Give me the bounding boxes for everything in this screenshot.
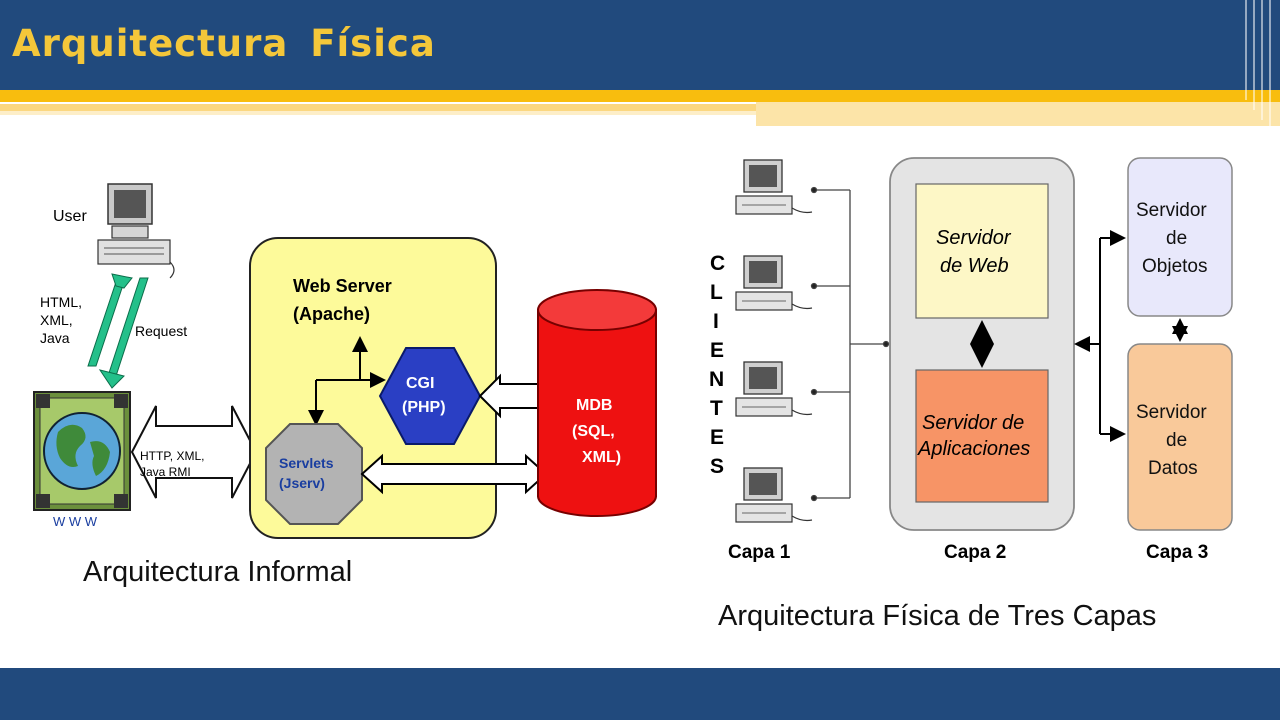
client-computer-icon	[735, 255, 813, 311]
clientes-letter: S	[710, 455, 724, 478]
header-accent-stripe-light	[0, 111, 756, 115]
servlets-octagon	[265, 423, 363, 525]
informal-architecture-diagram: User HTML, XML, Java Request W W W HTTP,…	[20, 170, 665, 550]
layer-label-capa2: Capa 2	[944, 542, 1006, 563]
object-server-text-line2: de	[1166, 228, 1187, 249]
client-computer-icon	[735, 361, 813, 417]
user-label: User	[53, 208, 87, 225]
capa3-connectors	[1074, 230, 1126, 442]
header-accent-block	[756, 102, 1280, 126]
response-label-line2: XML,	[40, 312, 73, 328]
response-label-line3: Java	[40, 330, 70, 346]
clientes-letter: E	[710, 426, 724, 449]
web-server-text-line1: Servidor	[936, 227, 1012, 249]
db-label-line1: MDB	[576, 397, 612, 414]
servlets-label-line2: (Jserv)	[279, 475, 325, 491]
www-label: W W W	[53, 514, 98, 529]
header-accent-stripe	[0, 104, 756, 111]
client-bus-lines	[810, 186, 890, 502]
app-server-text-line1: Servidor de	[922, 412, 1024, 434]
request-arrow	[98, 277, 149, 389]
data-server-text-line2: de	[1166, 430, 1187, 451]
cgi-label-line1: CGI	[406, 375, 434, 392]
caption-three-tier: Arquitectura Física de Tres Capas	[718, 600, 1157, 632]
web-server-text-line2: de Web	[940, 255, 1009, 277]
clientes-letter: L	[710, 281, 723, 304]
response-label-line1: HTML,	[40, 294, 82, 310]
web-server-label-line1: Web Server	[293, 276, 392, 296]
layer-label-capa1: Capa 1	[728, 542, 791, 563]
protocol-label-line1: HTTP, XML,	[140, 449, 204, 463]
slide-title: Arquitectura Física	[12, 22, 436, 65]
clientes-letter: T	[710, 397, 723, 420]
client-computer-icon	[735, 159, 813, 215]
clientes-letter: I	[713, 310, 719, 333]
object-server-node	[1127, 157, 1233, 317]
object-server-text-line1: Servidor	[1136, 200, 1207, 221]
clientes-letter: E	[710, 339, 724, 362]
protocol-label-line2: Java RMI	[140, 465, 191, 479]
db-label-line3: XML)	[582, 449, 621, 466]
clientes-letter: C	[710, 252, 725, 275]
db-label-line2: (SQL,	[572, 423, 615, 440]
data-server-text-line1: Servidor	[1136, 402, 1207, 423]
client-computer-icon	[735, 467, 813, 523]
web-server-label-line2: (Apache)	[293, 304, 370, 324]
slide-header	[0, 0, 1280, 90]
data-server-text-line3: Datos	[1148, 458, 1198, 479]
app-server-text-line2: Aplicaciones	[917, 438, 1030, 460]
request-label: Request	[135, 323, 187, 339]
cgi-label-line2: (PHP)	[402, 399, 446, 416]
response-arrow	[87, 273, 133, 367]
three-tier-diagram: C L I E N T E S Servidor de Web Servidor…	[690, 150, 1250, 570]
cgi-hexagon	[378, 347, 482, 445]
user-computer-icon	[97, 183, 175, 279]
data-server-node	[1127, 343, 1233, 531]
web-server-node	[915, 183, 1049, 319]
www-globe-icon	[33, 391, 131, 511]
decorative-vertical-lines	[1245, 0, 1271, 128]
servlets-label-line1: Servlets	[279, 455, 334, 471]
caption-informal: Arquitectura Informal	[83, 556, 353, 588]
clientes-letter: N	[709, 368, 724, 391]
object-server-text-line3: Objetos	[1142, 256, 1207, 277]
header-accent-bar	[0, 90, 1280, 102]
layer-label-capa3: Capa 3	[1146, 542, 1208, 563]
slide-footer	[0, 668, 1280, 720]
database-cylinder	[537, 289, 657, 517]
app-server-node	[915, 369, 1049, 503]
